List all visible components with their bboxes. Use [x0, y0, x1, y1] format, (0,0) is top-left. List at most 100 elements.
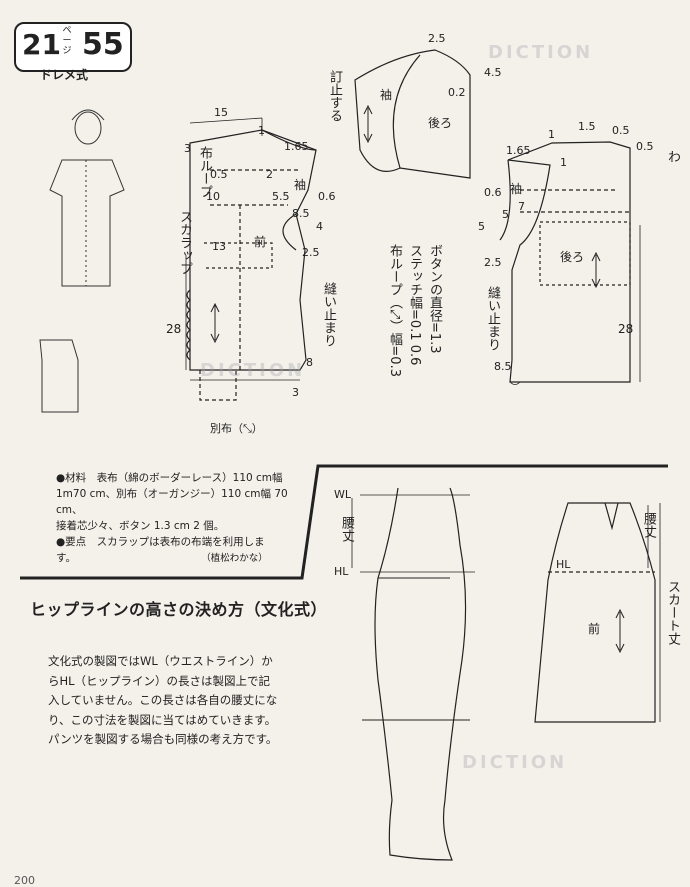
front-dim-25: 2.5 [302, 246, 320, 259]
front-dim-8: 8 [306, 356, 313, 369]
back-dim-5-b: 5 [478, 220, 485, 233]
materials-author: （植松わかな） [205, 553, 268, 564]
note-button-diameter: ボタンの直径=1.3 [427, 244, 442, 354]
materials-line: ●要点 スカラップは表布の布端を利用しま [56, 536, 265, 548]
front-dim-165: 1.65 [284, 140, 309, 153]
front-waist-box [204, 242, 273, 269]
figure-wl-label: WL [334, 488, 352, 501]
section-body-line: らHL（ヒップライン）の長さは製図上で記 [48, 673, 271, 688]
front-betsununo-label: 別布（⤡） [210, 422, 263, 435]
section-divider [20, 464, 668, 580]
front-dim-3: 3 [184, 142, 191, 155]
materials-block: ●材料 表布（綿のボーダーレース）110 cm幅 1m70 cm、別布（オーガン… [56, 470, 306, 567]
front-sleeve-cap [261, 129, 317, 251]
back-wa-label: わ [665, 150, 680, 163]
badge-page-marker: ページ [62, 26, 72, 56]
back-dim-25: 2.5 [484, 256, 502, 269]
section-body-line: 入していません。この長さは各自の腰丈にな [48, 693, 278, 707]
sleeve-dim-45: 4.5 [484, 66, 502, 79]
front-dim-10: 10 [206, 190, 220, 203]
front-inner-line [210, 169, 300, 370]
back-dim-05-right: 0.5 [636, 140, 654, 153]
front-sode-label: 袖 [294, 178, 307, 192]
back-sode-label: 袖 [510, 182, 523, 196]
back-dim-15: 1.5 [578, 120, 596, 133]
watermark-mid: DICTION [200, 360, 306, 381]
figure-skirt-outline [362, 577, 470, 721]
front-bodice-outline [189, 129, 317, 371]
back-dim-1: 1 [548, 128, 555, 141]
badge-right-number: 55 [82, 27, 124, 62]
front-dim-13: 13 [212, 240, 226, 253]
back-dim-05: 0.5 [612, 124, 630, 137]
sleeve-ushiro-label: 後ろ [428, 116, 453, 130]
sleeve-sode-label: 袖 [380, 88, 393, 102]
front-dim-1: 1 [258, 124, 265, 137]
materials-line: 接着芯少々、ボタン 1.3 cm 2 個。 [56, 520, 225, 532]
sleeve-piece-curve [392, 54, 421, 169]
front-dim-2: 2 [266, 168, 273, 181]
back-nuitomari-label: 縫い止まり [485, 286, 500, 351]
front-dim-06: 0.6 [318, 190, 336, 203]
sleeve-grain-arrow [363, 104, 373, 144]
back-grain-arrow [591, 251, 601, 289]
back-dim-1-b: 1 [560, 156, 567, 169]
section-title: ヒップラインの高さの決め方（文化式） [30, 600, 328, 619]
front-dim-4: 4 [316, 220, 323, 233]
watermark-top: DICTION [488, 42, 594, 63]
sleeve-piece-outline [354, 49, 471, 179]
front-dim-28: 28 [166, 322, 182, 336]
back-hem-curl [509, 381, 521, 385]
front-grain-arrow [210, 302, 220, 344]
skirt-mae-label: 前 [588, 622, 601, 636]
back-inner-lines [520, 189, 630, 213]
front-dim-top [189, 117, 263, 136]
blouse-illustration [39, 109, 125, 413]
front-dim-3-bottom: 3 [292, 386, 299, 399]
skirt-hl-label: HL [556, 558, 571, 571]
front-mae-label: 前 [254, 235, 267, 249]
badge-left-number: 21 [22, 28, 61, 61]
front-dim-05: 0.5 [210, 168, 228, 181]
sleeve-dim-25: 2.5 [428, 32, 446, 45]
skirt-koshitake-label: 腰丈 [641, 512, 656, 538]
back-dim-28: 28 [618, 322, 634, 336]
note-loop-width: 布ループ（⤢）幅=0.3 [387, 244, 402, 377]
note-stitch-width: ステッチ幅=0.1 0.6 [407, 244, 422, 366]
skirt-grain-arrow [615, 608, 625, 654]
watermark-bottom: DICTION [462, 752, 568, 773]
skirt-dart [604, 502, 619, 531]
figure-silhouette [374, 487, 467, 861]
back-dim-165: 1.65 [506, 144, 531, 157]
back-dim-5: 5 [502, 208, 509, 221]
front-dim-85: 8.5 [292, 207, 310, 220]
figure-koshitake-label: 腰丈 [339, 516, 354, 542]
page-badge: 21 ページ 55 [14, 22, 132, 72]
front-dim-55: 5.5 [272, 190, 290, 203]
section-body: 文化式の製図ではWL（ウエストライン）か らHL（ヒップライン）の長さは製図上で… [48, 652, 306, 750]
sleeve-dim-02: 0.2 [448, 86, 466, 99]
skirt-outline [534, 502, 656, 723]
front-nuno-loop-label: 布ループ [197, 146, 212, 198]
back-dim-85: 8.5 [494, 360, 512, 373]
badge-subtitle: ドレメ式 [40, 68, 89, 82]
back-dim-7: 7 [518, 200, 525, 213]
figure-hl-label: HL [334, 565, 349, 578]
materials-line: ●材料 表布（綿のボーダーレース）110 cm幅 [56, 472, 283, 484]
sleeve-kiridome-label: 訂止する [327, 70, 342, 122]
materials-line: 1m70 cm、別布（オーガンジー）110 cm幅 70 cm、 [56, 488, 288, 516]
back-sleeve-line [499, 159, 511, 241]
back-ushiro-label: 後ろ [560, 250, 585, 264]
back-dim-06: 0.6 [484, 186, 502, 199]
materials-line-end: す。 [56, 552, 76, 564]
front-scallop-edge [186, 289, 191, 361]
section-body-line: パンツを製図する場合も同様の考え方です。 [48, 732, 278, 746]
materials-line: す。 （植松わかな） [56, 550, 306, 567]
section-body-line: り、この寸法を製図に当てはめていきます。 [48, 712, 277, 727]
page-number: 200 [14, 874, 35, 887]
front-scallop-label: スカラップ [177, 210, 192, 275]
front-bottom-tab [199, 370, 237, 401]
skirt-length-label: スカート丈 [665, 580, 680, 645]
section-body-line: 文化式の製図ではWL（ウエストライン）か [48, 654, 273, 668]
